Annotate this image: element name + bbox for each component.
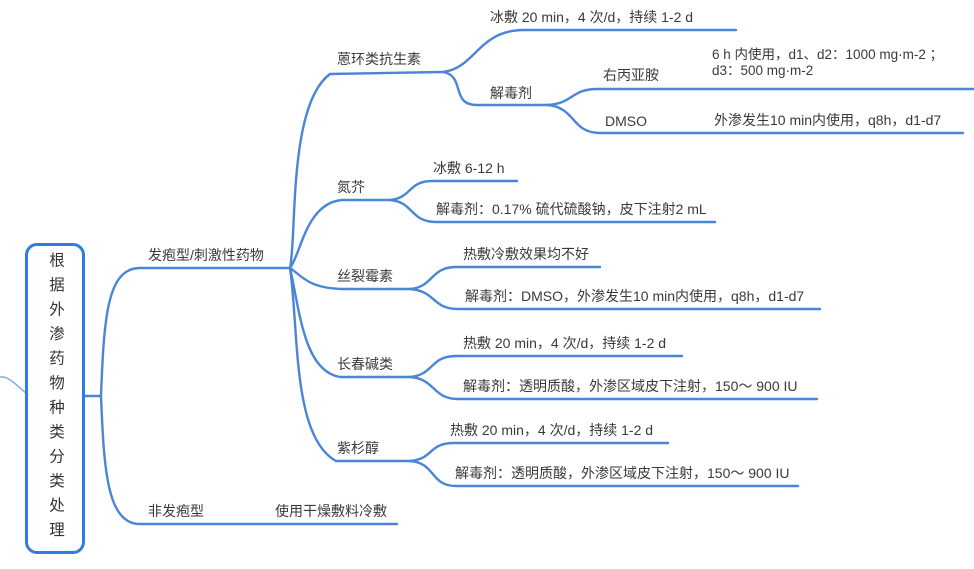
edge-blister-to-mustard xyxy=(288,198,392,270)
node-nitrogen-mustard[interactable]: 氮芥 xyxy=(337,179,365,195)
node-paclitaxel-antidote[interactable]: 解毒剂：透明质酸，外渗区域皮下注射，150～ 900 IU xyxy=(455,465,790,481)
edge-antidote-to-dexrazoxane xyxy=(545,87,974,107)
dexrazoxane-usage-line2: d3：500 mg·m-2 xyxy=(712,63,814,78)
node-mitomycin-compress-note[interactable]: 热敷冷敷效果均不好 xyxy=(463,246,589,262)
edge-blister-to-anthracycline xyxy=(288,70,445,270)
edge-vinca-to-antidote xyxy=(408,375,819,401)
node-paclitaxel-warm-compress[interactable]: 热敷 20 min，4 次/d，持续 1-2 d xyxy=(450,422,654,438)
edge-paclitaxel-to-antidote xyxy=(408,459,800,488)
edge-mustard-to-ice xyxy=(388,179,519,202)
node-mitomycin[interactable]: 丝裂霉素 xyxy=(337,268,393,284)
edge-vinca-to-compress xyxy=(408,354,684,379)
edge-antidote-to-dmso xyxy=(545,103,965,135)
edge-blister-to-paclitaxel xyxy=(288,266,412,463)
node-mitomycin-antidote[interactable]: 解毒剂：DMSO，外渗发生10 min内使用，q8h，d1-d7 xyxy=(465,288,805,304)
node-dexrazoxane[interactable]: 右丙亚胺 xyxy=(603,67,659,83)
edge-root-to-nonblister xyxy=(99,394,399,526)
edge-paclitaxel-to-compress xyxy=(408,441,670,463)
node-mustard-ice-compress[interactable]: 冰敷 6-12 h xyxy=(433,160,505,176)
node-paclitaxel[interactable]: 紫杉醇 xyxy=(337,440,379,456)
dexrazoxane-usage-line1: 6 h 内使用，d1、d2：1000 mg·m-2 ； xyxy=(712,47,944,62)
node-non-blister-type[interactable]: 非发疱型 xyxy=(148,503,204,519)
node-vinca-warm-compress[interactable]: 热敷 20 min，4 次/d，持续 1-2 d xyxy=(463,335,667,351)
node-vinca-antidote[interactable]: 解毒剂：透明质酸，外渗区域皮下注射，150～ 900 IU xyxy=(463,378,798,394)
root-node[interactable]: 根据外渗药物种类分类处理 xyxy=(25,243,85,554)
edge-mustard-to-antidote xyxy=(388,198,717,224)
edge-root-to-blister xyxy=(99,266,292,398)
edge-blister-to-vinca xyxy=(288,266,412,379)
edge-anthracycline-to-ice xyxy=(441,28,738,74)
node-anthracycline-antidote[interactable]: 解毒剂 xyxy=(490,85,532,101)
node-dexrazoxane-usage[interactable]: 6 h 内使用，d1、d2：1000 mg·m-2 ； d3：500 mg·m-… xyxy=(712,47,943,79)
edge-offscreen-tail xyxy=(0,376,27,394)
edge-blister-to-mitomycin xyxy=(288,266,412,291)
node-blister-irritant-drugs[interactable]: 发疱型/刺激性药物 xyxy=(148,247,264,263)
node-anthracycline-antibiotics[interactable]: 蒽环类抗生素 xyxy=(337,51,421,67)
node-anthracycline-ice-compress[interactable]: 冰敷 20 min，4 次/d，持续 1-2 d xyxy=(490,9,694,25)
edge-mitomycin-to-antidote xyxy=(408,287,822,311)
node-dmso-usage[interactable]: 外渗发生10 min内使用，q8h，d1-d7 xyxy=(714,112,942,128)
root-node-label: 根据外渗药物种类分类处理 xyxy=(47,251,64,546)
node-vinca-alkaloids[interactable]: 长春碱类 xyxy=(337,356,393,372)
edge-anthracycline-to-antidote xyxy=(441,70,549,107)
edge-mitomycin-to-compress xyxy=(408,265,602,291)
node-dry-dressing-cold-compress[interactable]: 使用干燥敷料冷敷 xyxy=(275,503,387,519)
node-dmso[interactable]: DMSO xyxy=(605,113,647,129)
node-mustard-antidote[interactable]: 解毒剂：0.17% 硫代硫酸钠，皮下注射2 mL xyxy=(436,201,707,217)
